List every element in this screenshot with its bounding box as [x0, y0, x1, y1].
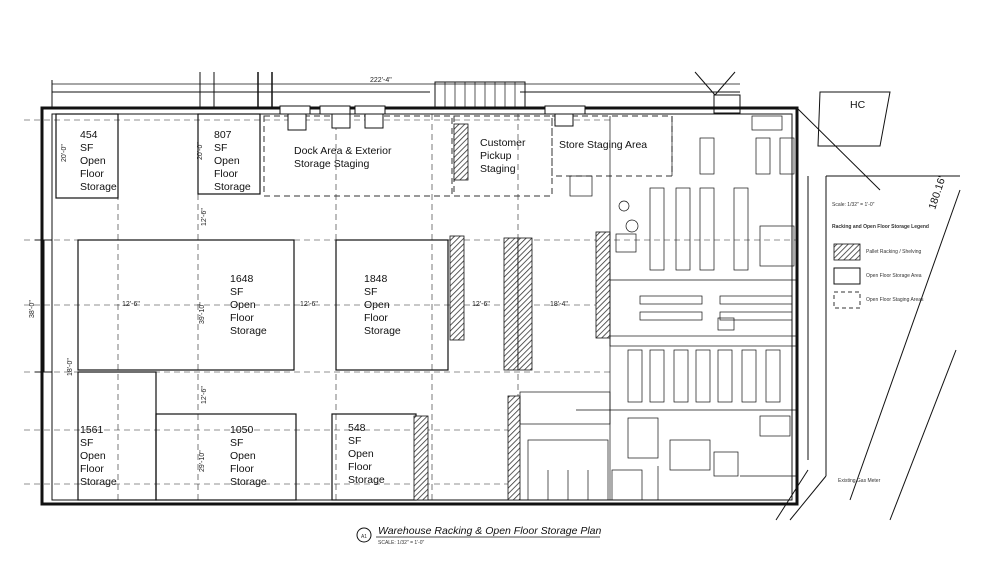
pallet-racking [413, 123, 611, 501]
area-label-1648: 1648 SF Open Floor Storage [230, 273, 267, 337]
dim-label: 12'-6" [122, 301, 140, 308]
plan-number-circle [356, 527, 372, 543]
column-grid [24, 114, 797, 500]
rack-6 [507, 395, 521, 501]
overall-dimension: 222'-4" [370, 77, 392, 84]
side-dimension: 180.16' [926, 175, 948, 211]
legend-storage-swatch [833, 267, 861, 285]
dim-label: 18'-0" [67, 358, 74, 376]
hc-parking [775, 91, 961, 521]
legend-title: Racking and Open Floor Storage Legend [832, 224, 929, 230]
plan-title: Warehouse Racking & Open Floor Storage P… [378, 525, 602, 537]
dimension-labels: 20'-0" 20'-0" 12'-6" 12'-6" 39'-10" 12'-… [29, 142, 568, 472]
area-labels: 454 SF Open Floor Storage 807 SF Open Fl… [80, 129, 647, 488]
dim-label: 39'-10" [199, 302, 206, 324]
legend-staging-swatch [833, 291, 861, 309]
legend-item-storage: Open Floor Storage Area [866, 273, 922, 279]
plan-number: A1 [361, 534, 367, 540]
legend-scale-note: Scale: 1/32" = 1'-0" [832, 202, 875, 208]
area-label-store: Store Staging Area [559, 139, 647, 151]
building-walls [35, 71, 799, 506]
dim-label: 12'-6" [300, 301, 318, 308]
title-block: A1 Warehouse Racking & Open Floor Storag… [356, 525, 602, 546]
dim-label: 20'-0" [61, 144, 68, 162]
rack-3 [517, 237, 533, 371]
area-label-1050: 1050 SF Open Floor Storage [230, 424, 267, 488]
hc-label: HC [850, 99, 866, 111]
rack-5 [413, 415, 429, 501]
area-label-548: 548 SF Open Floor Storage [348, 422, 385, 486]
legend-item-racking: Pallet Racking / Shelving [866, 249, 922, 255]
plan-subtitle: SCALE: 1/32" = 1'-0" [378, 540, 425, 546]
area-label-454: 454 SF Open Floor Storage [80, 129, 117, 193]
area-label-1848: 1848 SF Open Floor Storage [364, 273, 401, 337]
store-interior [519, 115, 798, 501]
dim-label: 38'-0" [29, 300, 36, 318]
area-label-1561: 1561 SF Open Floor Storage [80, 424, 117, 488]
rack-4 [595, 231, 611, 339]
legend: Scale: 1/32" = 1'-0" Racking and Open Fl… [832, 202, 929, 309]
legend-racking-swatch [833, 243, 861, 261]
dock-doors [279, 105, 586, 131]
dim-label: 12'-6" [201, 386, 208, 404]
dim-label: 20'-0" [197, 142, 204, 160]
rack-pickup [453, 123, 469, 181]
rack-2 [503, 237, 519, 371]
gas-meter-label: Existing Gas Meter [838, 478, 881, 484]
area-label-807: 807 SF Open Floor Storage [214, 129, 251, 193]
dim-label: 12'-6" [472, 301, 490, 308]
dim-label: 12'-6" [201, 208, 208, 226]
area-label-dock: Dock Area & Exterior Storage Staging [294, 145, 394, 170]
rack-1 [449, 235, 465, 341]
dim-label: 29'-10" [199, 450, 206, 472]
legend-item-staging: Open Floor Staging Areas [866, 297, 924, 303]
area-label-pickup: Customer Pickup Staging [480, 137, 528, 175]
dim-label: 18'-4" [550, 301, 568, 308]
